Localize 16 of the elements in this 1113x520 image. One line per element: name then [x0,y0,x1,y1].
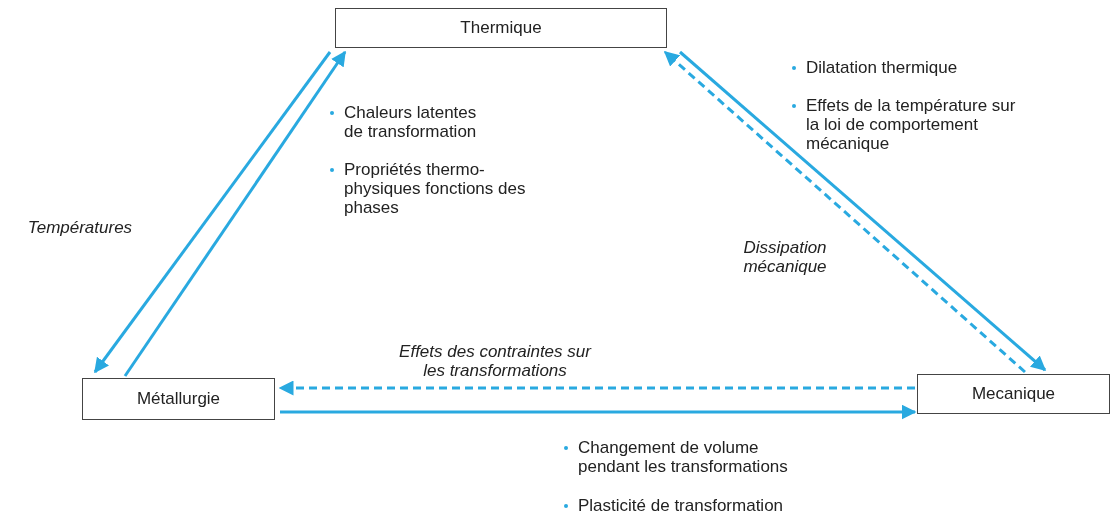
bullet-note: Dilatation thermique [790,58,1070,77]
arrow [123,50,347,377]
edge-label: Dissipation mécanique [742,238,828,276]
process-box: Métallurgie [82,378,275,420]
process-box: Thermique [335,8,667,48]
bullet-note: Propriétés thermo-physiques fonctions des phases [328,160,534,217]
bullet-note: Changement de volume pendant les transformations [562,438,807,476]
arrow [278,380,915,396]
process-box: Mecanique [917,374,1110,414]
bullet-note: Chaleurs latentes de transformation [328,103,488,141]
bullet-note: Plasticité de transformation [562,496,902,515]
edge-label: Effets des contraintes sur les transformations [398,342,593,380]
bullet-note: Effets de la température sur la loi de comportement mécanique [790,96,1025,153]
arrow [280,404,917,420]
edge-label: Températures [26,218,134,237]
arrow [93,51,332,374]
